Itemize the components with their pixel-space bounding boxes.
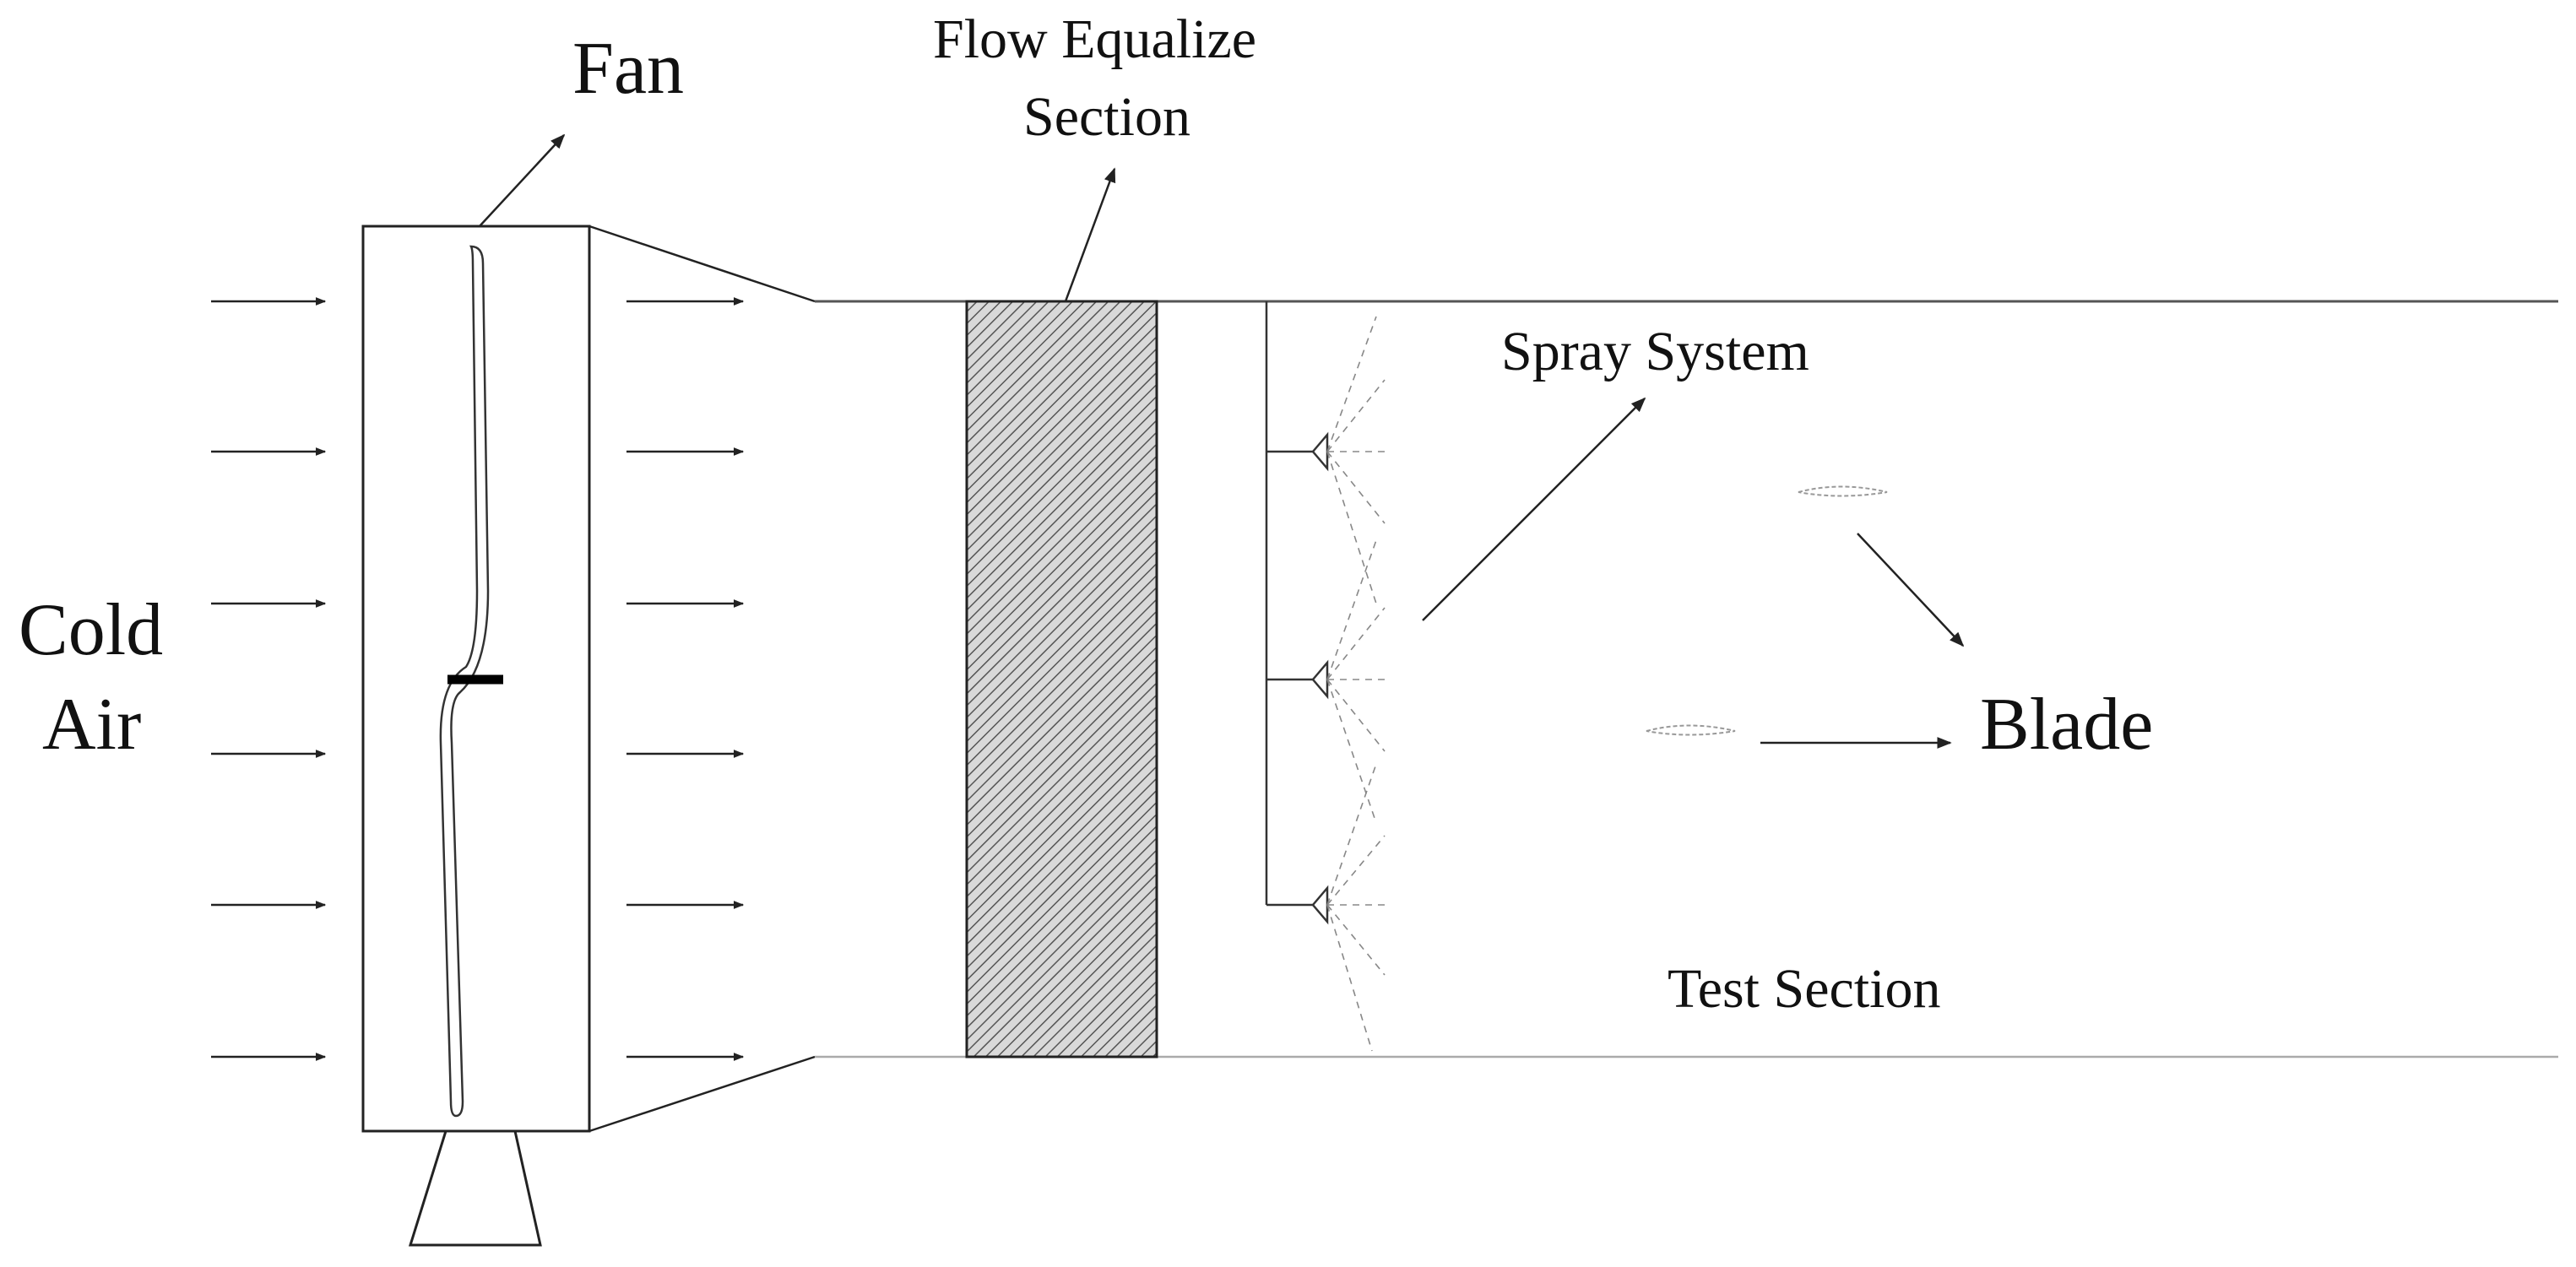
outlet-arrows xyxy=(626,297,745,1061)
spray-nozzle xyxy=(1311,885,1329,925)
fan-blade xyxy=(439,245,490,1118)
contraction-bottom xyxy=(588,1055,816,1133)
fan-label: Fan xyxy=(572,28,684,110)
flow-equalize-label-line2: Section xyxy=(1023,86,1190,148)
spray-nozzle xyxy=(1311,431,1329,472)
fan-stand xyxy=(408,1129,542,1247)
test-section-label: Test Section xyxy=(1668,958,1941,1020)
flow-equalize-leader-arrow xyxy=(1064,167,1116,302)
fan-leader-arrow xyxy=(479,133,566,227)
spray-cones xyxy=(1326,316,1389,1052)
cold-air-label-line2: Air xyxy=(42,684,141,766)
blade-label: Blade xyxy=(1980,684,2153,766)
cold-air-label-line1: Cold xyxy=(19,589,163,671)
inlet-arrows xyxy=(211,297,327,1061)
blade-upper-leader-arrow xyxy=(1857,533,1965,647)
spray-manifold xyxy=(1265,301,1313,907)
flow-equalize-section xyxy=(965,300,1158,1059)
spray-nozzle xyxy=(1311,659,1329,700)
blade-upper xyxy=(1798,485,1888,497)
spray-system-leader-arrow xyxy=(1422,397,1646,621)
blade-lower xyxy=(1646,724,1736,736)
spray-nozzles xyxy=(1311,431,1329,925)
flow-equalize-label-line1: Flow Equalize xyxy=(933,8,1256,70)
spray-system-label: Spray System xyxy=(1501,321,1809,382)
contraction-top xyxy=(588,225,816,303)
